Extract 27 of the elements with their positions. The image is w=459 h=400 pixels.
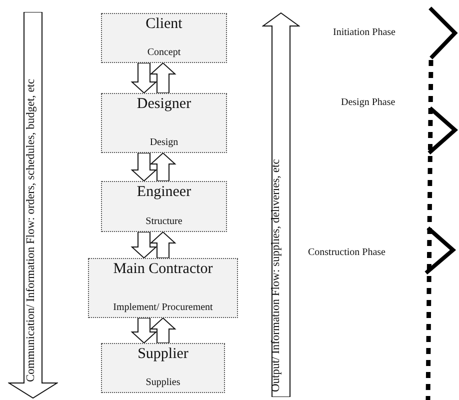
flow-label: Communication/ Information Flow: orders, schedules, budget, etc — [26, 78, 38, 382]
process-box — [101, 13, 227, 63]
block-arrow — [130, 152, 158, 182]
process-box — [88, 258, 238, 318]
process-box — [101, 181, 227, 232]
block-arrow — [130, 318, 158, 344]
role-task: Concept — [146, 47, 182, 58]
block-arrow — [150, 62, 176, 94]
block-arrow — [150, 152, 176, 182]
block-arrow — [130, 62, 158, 94]
role-title: Supplier — [136, 346, 190, 363]
process-box — [101, 343, 225, 393]
role-task: Implement/ Procurement — [112, 302, 214, 313]
role-task: Design — [148, 137, 180, 148]
phase-label: Construction Phase — [308, 247, 386, 258]
block-arrow — [150, 317, 176, 344]
phase-label: Design Phase — [341, 97, 396, 108]
role-title: Engineer — [136, 184, 192, 201]
role-title: Main Contractor — [112, 261, 214, 278]
role-task: Supplies — [144, 377, 182, 388]
process-box — [101, 93, 227, 153]
phase-label: Initiation Phase — [333, 27, 396, 38]
block-arrow — [150, 231, 176, 258]
role-title: Client — [144, 16, 184, 33]
block-arrow — [130, 232, 158, 259]
role-task: Structure — [144, 216, 184, 227]
role-title: Designer — [136, 96, 192, 113]
